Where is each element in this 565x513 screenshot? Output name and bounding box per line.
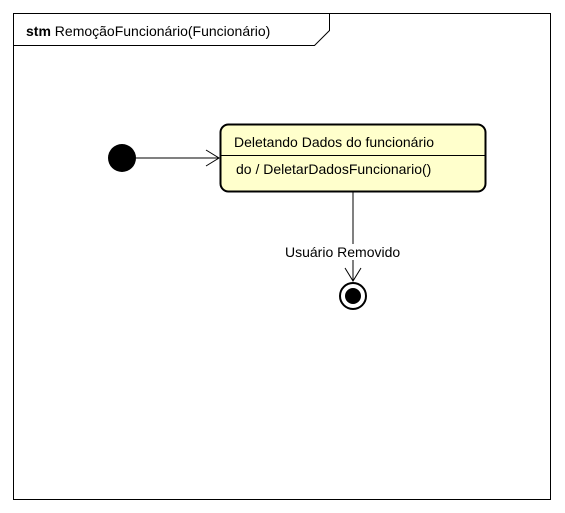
diagram-frame	[13, 13, 551, 500]
frame-name: RemoçãoFuncionário(Funcionário)	[54, 23, 271, 39]
transition-label: Usuário Removido	[285, 244, 401, 260]
state-name: Deletando Dados do funcionário	[234, 134, 435, 150]
initial-state[interactable]	[108, 144, 136, 172]
frame-title: stm RemoçãoFuncionário(Funcionário)	[26, 23, 270, 39]
final-state-inner	[345, 288, 361, 304]
frame-tab	[13, 13, 330, 46]
state-box[interactable]	[219, 123, 487, 193]
state-activity: do / DeletarDadosFuncionario()	[236, 161, 432, 177]
transition-final-arrowhead	[344, 267, 362, 282]
frame-keyword: stm	[26, 23, 51, 39]
transition-initial-arrowhead	[205, 149, 220, 167]
